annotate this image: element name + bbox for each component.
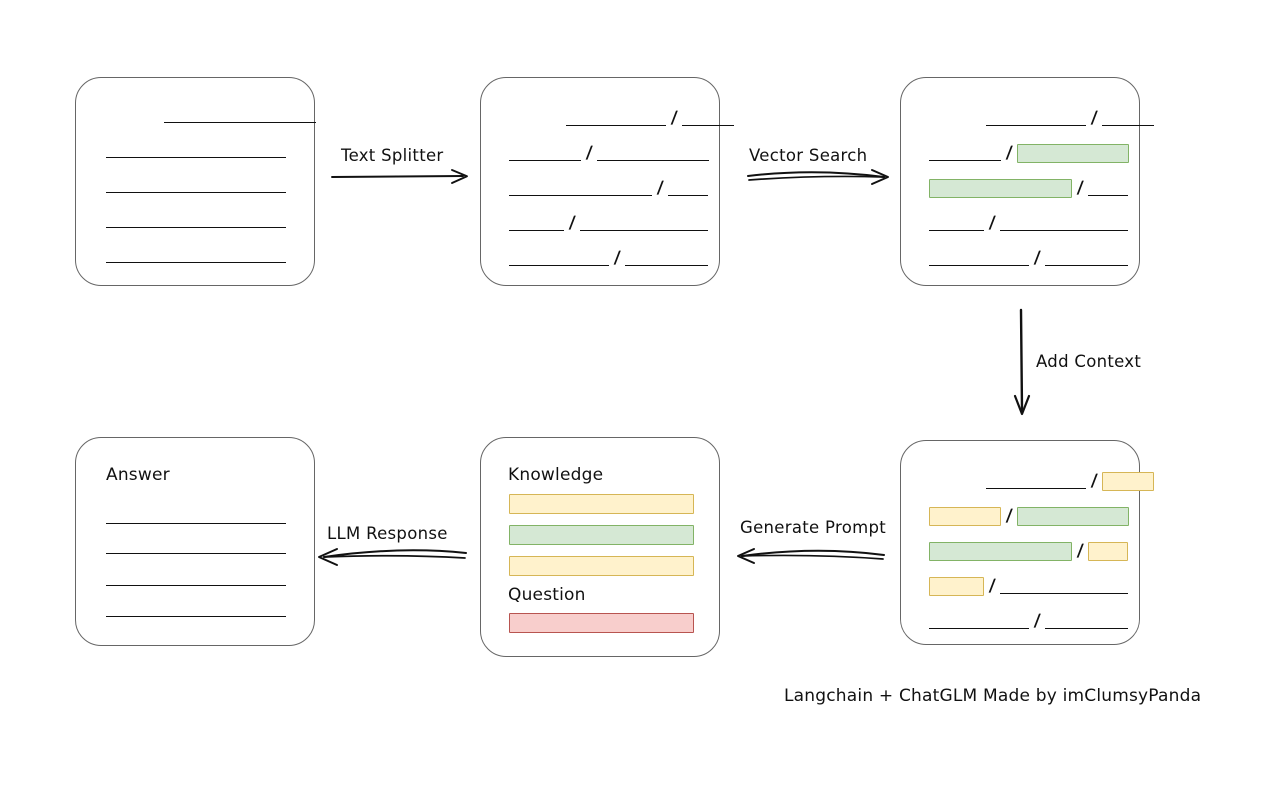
text-rule [106, 227, 286, 228]
segment-rule [929, 160, 1001, 161]
text-rule [106, 616, 286, 617]
context-document-row: / [929, 610, 1129, 632]
source-document-line [106, 209, 286, 231]
segment-slash: / [585, 143, 594, 163]
segment-highlight-yellow [1088, 541, 1129, 561]
segment-slash: / [988, 213, 997, 233]
answer-line [106, 567, 286, 589]
segment-slash: / [1076, 541, 1085, 561]
segment-highlight-yellow [1102, 471, 1155, 491]
answer-line [106, 598, 286, 620]
split-document-box[interactable] [480, 77, 720, 286]
segment-rule [1102, 125, 1155, 126]
context-document-row: / [929, 540, 1129, 562]
arrow-vector-search [747, 169, 889, 185]
context-document-row: / [929, 575, 1129, 597]
source-document-line [106, 139, 286, 161]
question-bar [509, 613, 694, 633]
split-document-row: / [509, 247, 709, 269]
split-document-row: / [566, 107, 735, 129]
segment-highlight-green [1017, 506, 1130, 526]
knowledge-bar [509, 556, 694, 576]
segment-rule [509, 160, 581, 161]
segment-rule [1088, 195, 1129, 196]
text-rule [106, 523, 286, 524]
edge-label-text-splitter: Text Splitter [341, 146, 444, 165]
text-rule [106, 585, 286, 586]
arrow-llm-response [318, 548, 467, 566]
answer-heading: Answer [106, 465, 170, 485]
text-rule [106, 157, 286, 158]
segment-slash: / [988, 576, 997, 596]
context-document-row: / [929, 505, 1130, 527]
segment-rule [1000, 230, 1129, 231]
split-document-row: / [509, 142, 710, 164]
segment-slash: / [670, 108, 679, 128]
segment-rule [625, 265, 709, 266]
segment-rule [580, 230, 709, 231]
matched-document-row: / [929, 142, 1130, 164]
split-document-row: / [509, 177, 709, 199]
split-document-row: / [509, 212, 709, 234]
answer-line [106, 505, 286, 527]
segment-rule [509, 230, 564, 231]
segment-slash: / [1005, 143, 1014, 163]
answer-box[interactable] [75, 437, 315, 646]
context-document-row: / [986, 470, 1155, 492]
segment-rule [986, 125, 1086, 126]
segment-rule [1045, 628, 1129, 629]
segment-slash: / [1090, 471, 1099, 491]
edge-label-generate-prompt: Generate Prompt [740, 518, 886, 537]
segment-rule [566, 125, 666, 126]
segment-slash: / [1033, 248, 1042, 268]
source-document-line [106, 174, 286, 196]
matched-document-row: / [986, 107, 1155, 129]
segment-rule [1000, 593, 1129, 594]
segment-highlight-yellow [929, 506, 1001, 526]
source-document-box[interactable] [75, 77, 316, 286]
segment-slash: / [1090, 108, 1099, 128]
segment-slash: / [656, 178, 665, 198]
edge-label-llm-response: LLM Response [327, 524, 448, 543]
arrow-add-context [1013, 308, 1031, 416]
matched-document-row: / [929, 247, 1129, 269]
segment-rule [986, 488, 1086, 489]
segment-highlight-green [929, 178, 1072, 198]
text-rule [106, 262, 286, 263]
matched-document-row: / [929, 177, 1129, 199]
arrow-text-splitter [331, 169, 468, 184]
knowledge-bar [509, 494, 694, 514]
segment-rule [929, 628, 1029, 629]
segment-slash: / [1076, 178, 1085, 198]
segment-slash: / [613, 248, 622, 268]
knowledge-bar [509, 525, 694, 545]
matched-document-row: / [929, 212, 1129, 234]
segment-slash: / [1033, 611, 1042, 631]
segment-slash: / [1005, 506, 1014, 526]
question-heading: Question [508, 585, 586, 605]
segment-rule [682, 125, 735, 126]
arrow-generate-prompt [737, 548, 885, 564]
text-rule [106, 553, 286, 554]
segment-rule [929, 265, 1029, 266]
segment-rule [668, 195, 709, 196]
segment-rule [509, 265, 609, 266]
segment-rule [1045, 265, 1129, 266]
text-rule [106, 192, 286, 193]
segment-highlight-green [929, 541, 1072, 561]
edge-label-vector-search: Vector Search [749, 146, 868, 165]
segment-rule [929, 230, 984, 231]
source-document-line [106, 244, 286, 266]
segment-slash: / [568, 213, 577, 233]
edge-label-add-context: Add Context [1036, 352, 1142, 371]
segment-highlight-yellow [929, 576, 984, 596]
knowledge-heading: Knowledge [508, 465, 604, 485]
footer-caption: Langchain + ChatGLM Made by imClumsyPand… [784, 686, 1202, 706]
segment-rule [597, 160, 710, 161]
answer-line [106, 535, 286, 557]
source-document-line [164, 104, 316, 126]
segment-rule [509, 195, 652, 196]
text-rule [164, 122, 316, 123]
segment-highlight-green [1017, 143, 1130, 163]
